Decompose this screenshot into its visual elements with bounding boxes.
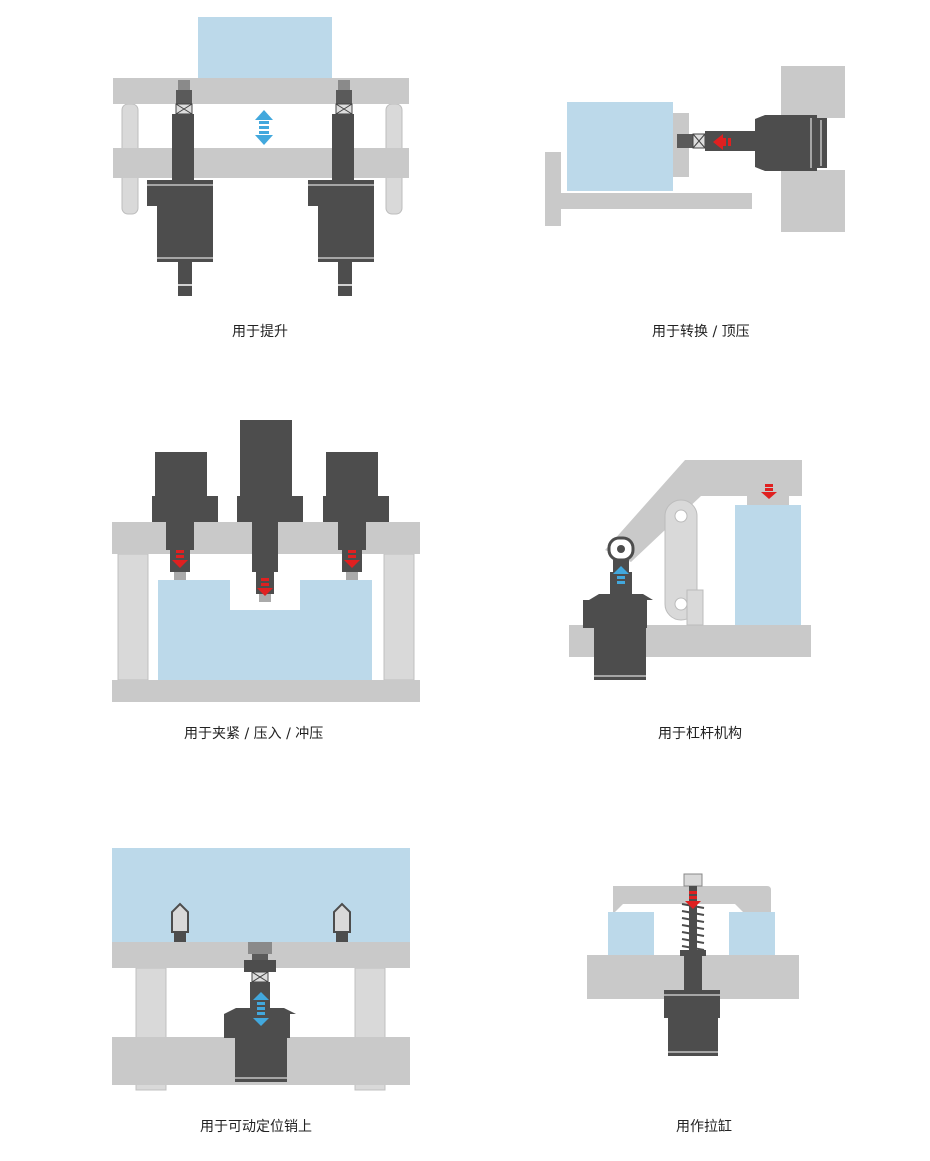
locating-pin-diagram xyxy=(112,848,410,1091)
panel-pull-cylinder: 用作拉缸 xyxy=(465,800,930,1161)
arrow-down-red-icon xyxy=(172,550,188,568)
arrow-down-red-icon xyxy=(344,550,360,568)
fixed-pin-left xyxy=(171,902,189,942)
caption-lever: 用于杠杆机构 xyxy=(658,726,742,742)
panel-locating-pin: 用于可动定位销上 xyxy=(0,800,465,1161)
guide-post-left xyxy=(117,553,149,681)
guide-post-right xyxy=(383,553,415,681)
workpiece xyxy=(112,848,410,942)
arrow-down-red-icon xyxy=(257,578,273,596)
workpiece xyxy=(567,102,673,191)
transfer-diagram xyxy=(545,66,845,232)
workpiece xyxy=(198,17,332,78)
caption-transfer: 用于转换 / 顶压 xyxy=(652,324,750,340)
arrow-up-blue-icon xyxy=(613,566,629,584)
workpiece-right xyxy=(729,912,775,955)
cylinder-left xyxy=(147,80,213,296)
mount-block-top xyxy=(781,66,845,118)
workpiece xyxy=(735,505,801,625)
double-arrow-blue-icon xyxy=(255,110,273,145)
arrow-down-red-icon xyxy=(761,484,777,499)
panel-transfer: 用于转换 / 顶压 xyxy=(465,0,930,360)
cylinder-right xyxy=(323,452,389,580)
fixed-pin-right xyxy=(333,902,351,942)
base-plate xyxy=(561,193,752,209)
arrow-down-red-icon xyxy=(685,891,701,909)
cylinder-vertical xyxy=(583,536,653,680)
cylinder-right xyxy=(308,80,374,296)
lifting-diagram xyxy=(113,17,409,296)
lever-arm xyxy=(605,460,802,562)
cylinder-horizontal xyxy=(677,115,827,171)
top-plate xyxy=(113,78,409,104)
middle-plate xyxy=(113,148,409,178)
workpiece xyxy=(158,580,372,680)
pull-cylinder-diagram xyxy=(587,873,799,1056)
double-arrow-blue-icon xyxy=(253,992,269,1026)
caption-locating-pin: 用于可动定位销上 xyxy=(200,1119,312,1135)
base-plate-vertical xyxy=(545,152,561,226)
pivot-bracket xyxy=(686,589,704,626)
workpiece-left xyxy=(608,912,654,955)
panel-clamping: 用于夹紧 / 压入 / 冲压 xyxy=(0,400,465,780)
lever-diagram xyxy=(569,460,811,680)
press-pad xyxy=(747,496,789,505)
clamping-diagram xyxy=(112,420,420,702)
panel-lifting: 用于提升 xyxy=(0,0,465,360)
caption-clamping: 用于夹紧 / 压入 / 冲压 xyxy=(184,726,324,742)
bottom-plate xyxy=(112,680,420,702)
caption-pull-cylinder: 用作拉缸 xyxy=(676,1119,732,1135)
arrow-left-red-icon xyxy=(713,134,731,150)
mount-block-bottom xyxy=(781,170,845,232)
caption-lifting: 用于提升 xyxy=(232,324,288,340)
cylinder-center xyxy=(237,420,303,602)
panel-lever: 用于杠杆机构 xyxy=(465,400,930,780)
